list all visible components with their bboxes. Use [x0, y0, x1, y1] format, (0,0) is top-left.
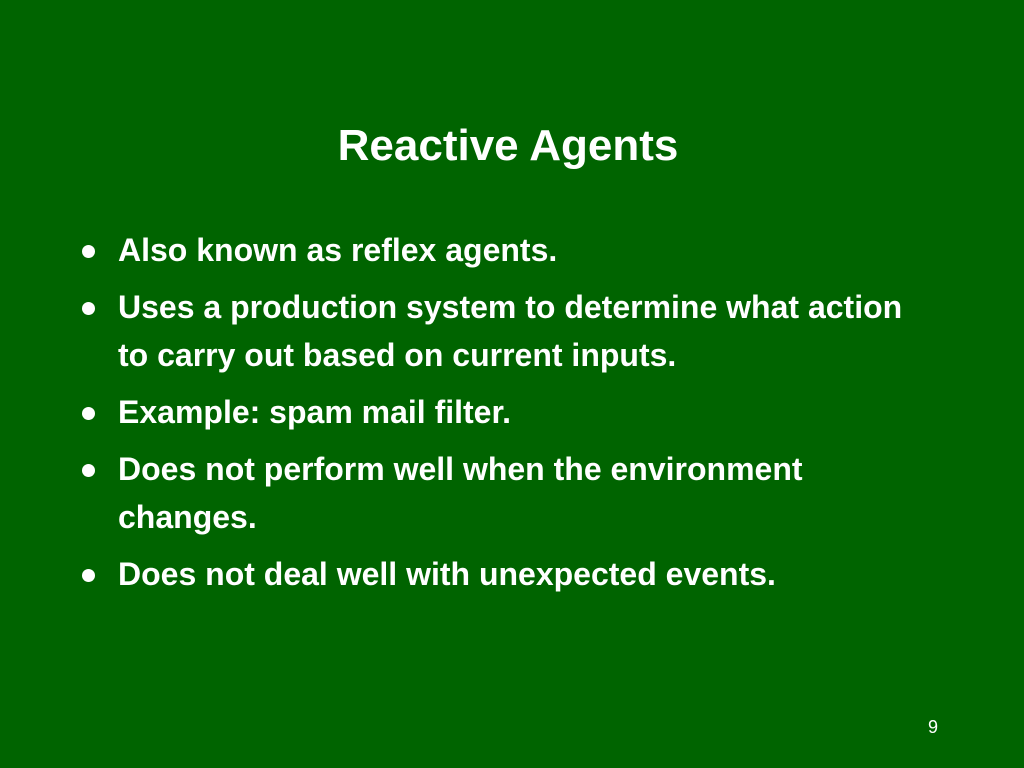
bullet-list: Also known as reflex agents. Uses a prod… — [78, 226, 938, 607]
bullet-item: Does not deal well with unexpected event… — [78, 550, 938, 598]
bullet-dot-icon — [82, 302, 95, 315]
bullet-dot-icon — [82, 245, 95, 258]
bullet-text: Uses a production system to determine wh… — [118, 289, 903, 373]
bullet-dot-icon — [82, 464, 95, 477]
slide-number: 9 — [927, 717, 938, 737]
slide-title: Reactive Agents — [337, 121, 679, 170]
bullet-dot-icon — [82, 407, 95, 420]
bullet-dot-icon — [82, 569, 95, 582]
bullet-text: Does not deal well with unexpected event… — [118, 556, 776, 592]
bullet-item: Does not perform well when the environme… — [78, 445, 938, 541]
bullet-item: Uses a production system to determine wh… — [78, 283, 938, 379]
bullet-text: Does not perform well when the environme… — [118, 451, 803, 535]
bullet-item: Also known as reflex agents. — [78, 226, 938, 274]
bullet-text: Example: spam mail filter. — [118, 394, 512, 430]
bullet-item: Example: spam mail filter. — [78, 388, 938, 436]
bullet-text: Also known as reflex agents. — [118, 232, 558, 268]
